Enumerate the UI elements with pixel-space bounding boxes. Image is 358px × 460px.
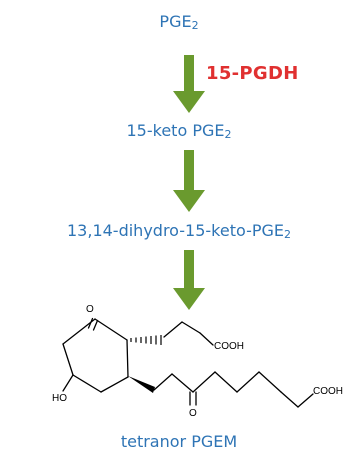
reaction-arrow-1 [173,55,205,113]
right-carboxyl-group: COOH [313,386,343,397]
metabolite-tetranor-pgem-label: tetranor PGEM [120,432,238,451]
hydroxyl-group: HO [52,393,67,404]
top-carboxyl-group: COOH [214,341,244,352]
enzyme-label: 15-PGDH [206,63,299,84]
chain-ketone-oxygen-atom: O [189,408,197,419]
ketone-oxygen-atom: O [86,304,94,315]
metabolite-pge2-label: PGE2 [159,12,199,33]
metabolite-15-keto-pge2-label: 15-keto PGE2 [126,121,232,142]
metabolite-dihydro-keto-pge2-label: 13,14-dihydro-15-keto-PGE2 [67,221,291,242]
reaction-arrow-2 [173,150,205,212]
reaction-arrow-3 [173,250,205,310]
